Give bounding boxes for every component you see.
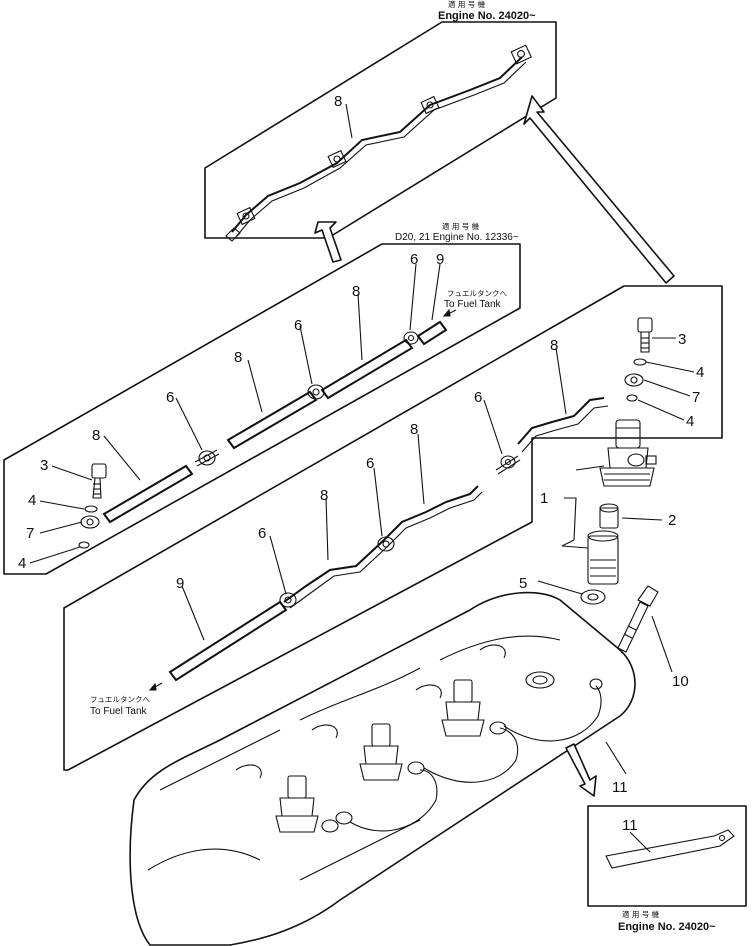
mid-left-panel: 適 用 号 機 D20, 21 Engine No. 12336~ フュエルタン… [3, 221, 521, 575]
label-6-lower-a: 6 [258, 525, 266, 542]
label-4-left-a: 4 [28, 492, 36, 509]
mid-panel-engine-label: D20, 21 Engine No. 12336~ [395, 232, 519, 243]
label-4-right-b: 4 [686, 413, 694, 430]
label-9-midleft: 9 [436, 251, 444, 268]
mid-right-panel: フュエルタンクへ To Fuel Tank [63, 285, 723, 771]
top-inset-panel: 適 用 号 機 Engine No. 24020~ 8 [204, 0, 557, 242]
label-1: 1 [540, 490, 548, 507]
label-5: 5 [519, 575, 527, 592]
label-6-midleft-a: 6 [166, 389, 174, 406]
label-11-inset: 11 [622, 817, 638, 834]
bottom-inset-panel: 11 適 用 号 機 Engine No. 24020~ [587, 805, 747, 933]
label-10: 10 [672, 673, 689, 690]
label-7-right: 7 [692, 389, 700, 406]
label-8-top: 8 [334, 93, 342, 110]
label-6-midleft-c: 6 [410, 251, 418, 268]
cylinder-head: 11 [129, 591, 636, 946]
lower-panel-fuel-en: To Fuel Tank [90, 706, 148, 717]
mid-panel-fuel-en: To Fuel Tank [444, 299, 502, 310]
mid-panel-jp-label: 適 用 号 機 [442, 221, 480, 231]
label-9-lower: 9 [176, 575, 184, 592]
label-8-lower-a: 8 [320, 487, 328, 504]
label-3-left: 3 [40, 457, 48, 474]
label-8-midleft-b: 8 [234, 349, 242, 366]
label-6-lower-c: 6 [474, 389, 482, 406]
mid-panel-fuel-jp: フュエルタンクへ [447, 289, 507, 298]
label-11-head: 11 [612, 779, 628, 796]
label-8-lower-c: 8 [550, 337, 558, 354]
label-4-left-b: 4 [18, 555, 26, 572]
label-6-lower-b: 6 [366, 455, 374, 472]
label-4-right-a: 4 [696, 364, 704, 381]
small-arrow-to-top-inset [314, 221, 342, 263]
label-6-midleft-b: 6 [294, 317, 302, 334]
bottom-inset-jp-label: 適 用 号 機 [622, 909, 660, 919]
lower-panel-fuel-jp: フュエルタンクへ [90, 695, 150, 704]
bottom-inset-engine-label: Engine No. 24020~ [618, 921, 716, 933]
label-7-left: 7 [26, 525, 34, 542]
label-2: 2 [668, 512, 676, 529]
top-inset-engine-label: Engine No. 24020~ [438, 10, 536, 22]
large-arrow-to-top-inset [523, 95, 675, 284]
label-8-midleft-a: 8 [92, 427, 100, 444]
top-inset-jp-label: 適 用 号 機 [448, 0, 486, 9]
label-8-midleft-c: 8 [352, 283, 360, 300]
label-8-lower-b: 8 [410, 421, 418, 438]
injector-assembly: 1 2 5 10 [519, 419, 689, 690]
label-3-right: 3 [678, 331, 686, 348]
